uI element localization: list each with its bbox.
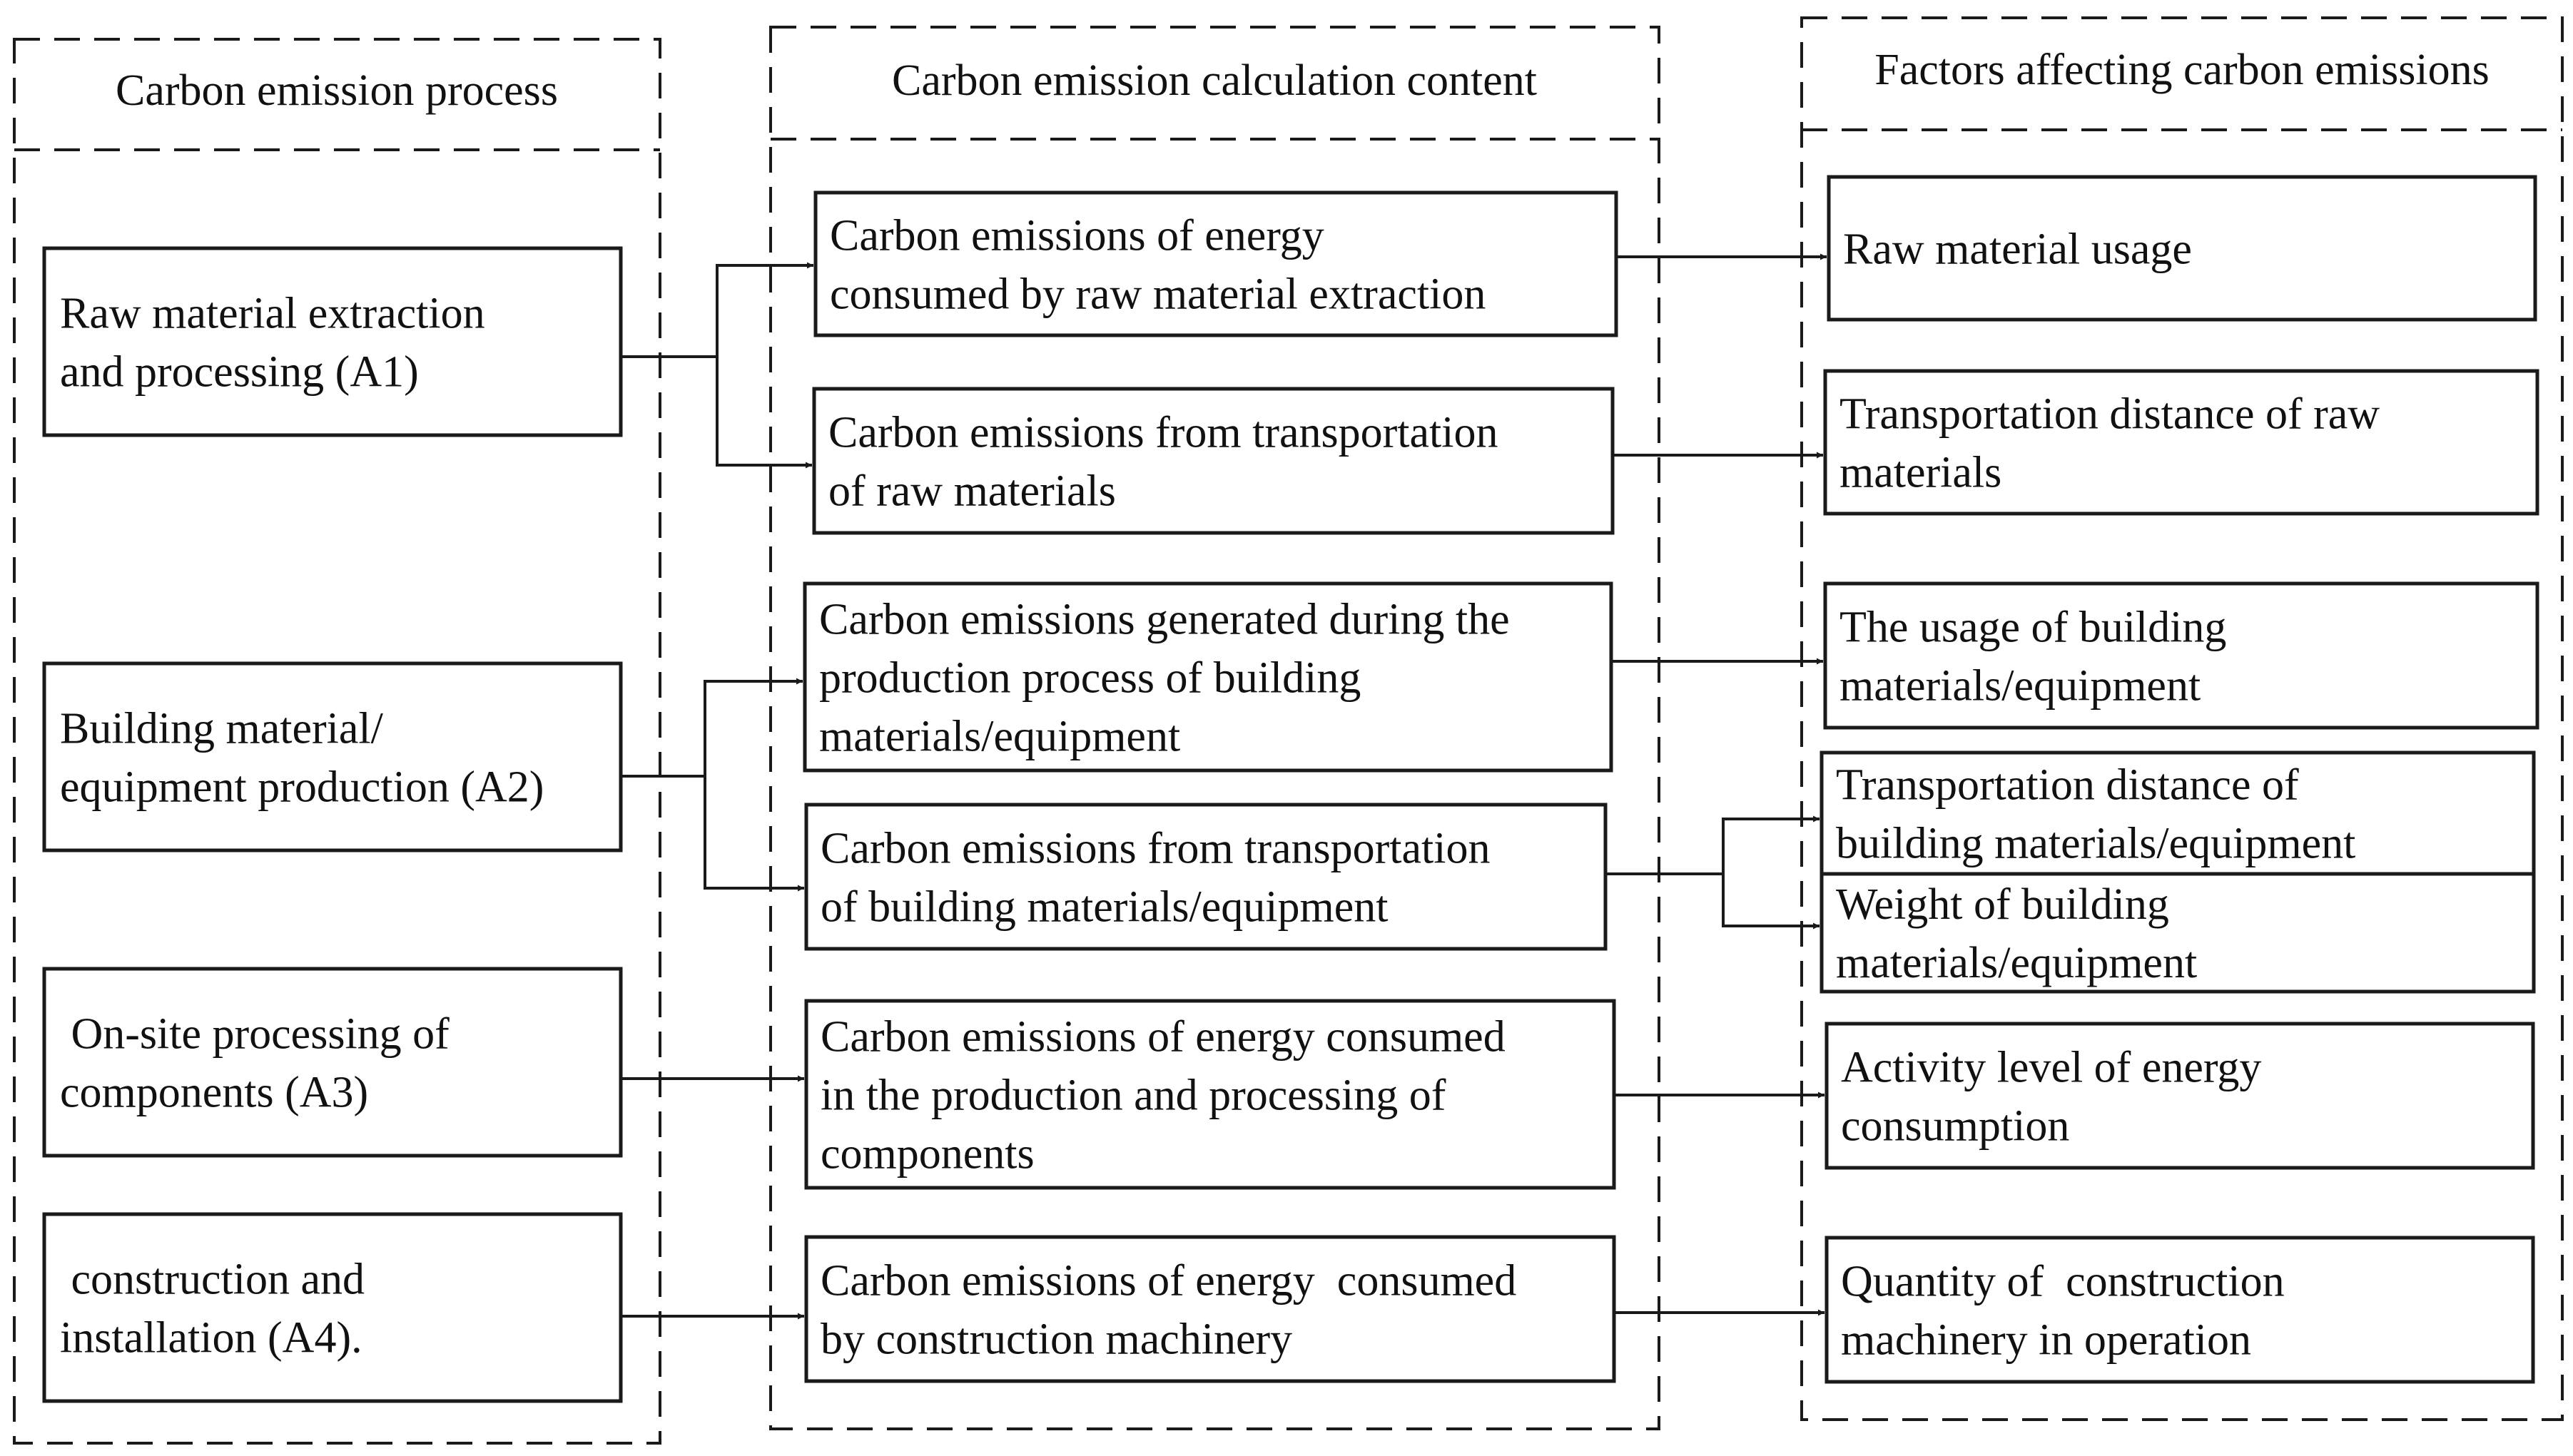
process-box-a1-frame <box>42 246 623 437</box>
factor-box-raw-transport-distance-line: materials <box>1839 449 2001 497</box>
boxes: Raw material extraction and processing (A… <box>42 175 2539 1403</box>
factor-box-material-transport-distance-line: Transportation distance of <box>1836 761 2299 810</box>
content-box-production-line: Carbon emissions generated during the <box>819 596 1510 644</box>
content-box-extraction-energy: Carbon emissions of energy consumed by ra… <box>813 190 1618 337</box>
content-box-components-energy: Carbon emissions of energy consumed in th… <box>804 999 1616 1190</box>
column-factors: Factors affecting carbon emissions <box>1800 16 2564 1421</box>
factor-box-raw-usage-frame <box>1827 175 2537 322</box>
factor-box-material-weight-line: Weight of building <box>1836 880 2169 929</box>
content-box-raw-transport: Carbon emissions from transportation of r… <box>812 387 1615 535</box>
factor-box-material-transport-distance: Transportation distance of building mater… <box>1820 750 2536 876</box>
content-box-material-transport-line: of building materials/equipment <box>821 883 1389 932</box>
column-content-frame <box>769 26 1660 1430</box>
process-box-a3-line: On-site processing of <box>60 1010 450 1059</box>
content-box-production-frame <box>803 581 1613 773</box>
column-content: Carbon emission calculation content <box>769 26 1660 1430</box>
content-box-production-line: production process of building <box>819 654 1361 703</box>
factor-box-material-usage-line: The usage of building <box>1839 604 2226 652</box>
content-box-raw-transport-line: of raw materials <box>828 467 1116 516</box>
content-box-material-transport-line: Carbon emissions from transportation <box>821 825 1490 873</box>
factor-box-machinery-quantity-frame <box>1825 1236 2535 1384</box>
process-box-a4-frame <box>42 1212 623 1403</box>
process-box-a2: Building material/equipment production (… <box>42 661 623 852</box>
factor-box-energy-activity-line: consumption <box>1841 1102 2069 1151</box>
content-box-components-energy-frame <box>804 999 1616 1190</box>
column-factors-title: Factors affecting carbon emissions <box>1874 46 2489 94</box>
content-box-machinery-energy-frame <box>804 1235 1616 1383</box>
connector-to-material-transport-distance <box>1605 815 1820 875</box>
content-box-components-energy-line: in the production and processing of <box>821 1071 1446 1120</box>
connectors <box>621 253 1827 1320</box>
factor-box-raw-transport-distance-frame <box>1823 369 2539 516</box>
process-box-a3-line: components (A3) <box>60 1069 368 1117</box>
content-box-production-line: materials/equipment <box>819 713 1180 761</box>
factor-box-machinery-quantity: Quantity of construction machinery in ope… <box>1825 1236 2535 1384</box>
column-process-frame <box>13 38 661 1445</box>
factor-box-energy-activity-frame <box>1825 1022 2535 1170</box>
content-box-components-energy-line: Carbon emissions of energy consumed <box>821 1013 1506 1062</box>
connector-a2-to-transport <box>704 776 804 892</box>
process-box-a3-frame <box>42 967 623 1158</box>
factor-box-material-transport-distance-line: building materials/equipment <box>1836 820 2355 868</box>
content-box-extraction-energy-line: Carbon emissions of energy <box>830 212 1324 260</box>
connector-a2-to-production <box>621 678 803 778</box>
factor-box-raw-transport-distance-line: Transportation distance of raw <box>1839 390 2380 439</box>
factor-box-material-weight-frame <box>1820 872 2536 994</box>
content-box-extraction-energy-line: consumed by raw material extraction <box>830 270 1486 319</box>
process-box-a1-line: and processing (A1) <box>60 348 419 397</box>
content-box-machinery-energy-line: by construction machinery <box>821 1315 1292 1364</box>
content-box-material-transport: Carbon emissions from transportation of b… <box>804 803 1608 951</box>
content-box-components-energy-line: components <box>821 1130 1035 1178</box>
process-box-a3: On-site processing of components (A3) <box>42 967 623 1158</box>
connector-to-material-weight <box>1722 874 1820 930</box>
factor-box-raw-transport-distance: Transportation distance of raw materials <box>1823 369 2539 516</box>
factor-box-machinery-quantity-line: Quantity of construction <box>1841 1258 2285 1306</box>
factor-box-energy-activity: Activity level of energy consumption <box>1825 1022 2535 1170</box>
factor-box-machinery-quantity-line: machinery in operation <box>1841 1316 2251 1365</box>
factor-box-material-usage: The usage of building materials/equipment <box>1823 581 2539 730</box>
content-box-machinery-energy-line: Carbon emissions of energy consumed <box>821 1257 1516 1305</box>
process-box-a2-line: Building material/ <box>60 705 384 753</box>
column-process: Carbon emission process <box>13 38 661 1445</box>
column-factors-frame <box>1800 16 2564 1421</box>
content-box-material-transport-frame <box>804 803 1608 951</box>
factor-box-energy-activity-line: Activity level of energy <box>1841 1044 2261 1092</box>
column-content-title: Carbon emission calculation content <box>892 56 1537 105</box>
connector-a1-to-transport <box>716 357 812 469</box>
content-box-machinery-energy: Carbon emissions of energy consumed by co… <box>804 1235 1616 1383</box>
process-box-a2-frame <box>42 661 623 852</box>
content-box-extraction-energy-frame <box>813 190 1618 337</box>
factor-box-material-weight-line: materials/equipment <box>1836 939 2197 987</box>
content-box-raw-transport-line: Carbon emissions from transportation <box>828 409 1498 457</box>
process-box-a1: Raw material extraction and processing (A… <box>42 246 623 437</box>
content-box-raw-transport-frame <box>812 387 1615 535</box>
factor-box-material-weight: Weight of building materials/equipment <box>1820 872 2536 994</box>
factor-box-material-usage-line: materials/equipment <box>1839 662 2201 711</box>
process-box-a4-line: construction and <box>60 1256 365 1304</box>
process-box-a1-line: Raw material extraction <box>60 290 485 338</box>
content-box-production: Carbon emissions generated during the pro… <box>803 581 1613 773</box>
factor-box-material-usage-frame <box>1823 581 2539 730</box>
process-box-a4: construction and installation (A4). <box>42 1212 623 1403</box>
factor-box-raw-usage: Raw material usage <box>1827 175 2537 322</box>
column-process-title: Carbon emission process <box>116 66 558 115</box>
factor-box-raw-usage-line: Raw material usage <box>1843 225 2192 274</box>
process-box-a2-line: equipment production (A2) <box>60 763 544 812</box>
connector-a1-to-energy <box>621 262 813 358</box>
process-box-a4-line: installation (A4). <box>60 1314 362 1363</box>
